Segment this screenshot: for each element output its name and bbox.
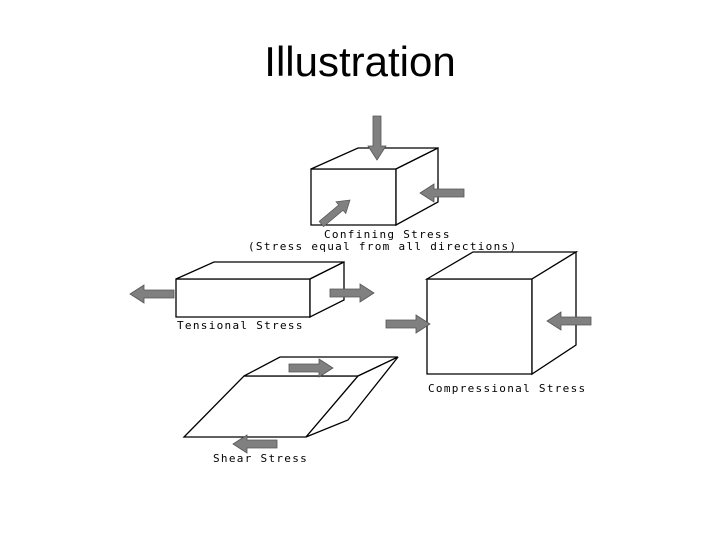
confining-stress-label: Confining Stress [324, 228, 451, 241]
compressional-arrow-left-icon [385, 314, 431, 334]
slide-title: Illustration [264, 38, 456, 85]
confining-stress-sublabel: (Stress equal from all directions) [248, 240, 517, 253]
confining-side-face [395, 146, 439, 227]
tensional-stress-block: Tensional Stress [129, 260, 375, 332]
shear-stress-block: Shear Stress [182, 356, 399, 465]
shear-arrow-bottom-icon [232, 434, 278, 454]
tensional-stress-label: Tensional Stress [177, 319, 304, 332]
shear-stress-label: Shear Stress [213, 452, 308, 465]
compressional-front-face [426, 278, 533, 375]
compressional-side-face [531, 250, 577, 376]
confining-stress-block: Confining Stress (Stress equal from all … [248, 115, 517, 253]
compressional-stress-label: Compressional Stress [428, 382, 586, 395]
tensional-side-face [309, 260, 345, 319]
tensional-front-face [175, 278, 311, 318]
compressional-stress-block: Compressional Stress [385, 250, 592, 395]
shear-side-face [305, 356, 399, 438]
tensional-arrow-left-icon [129, 284, 175, 304]
confining-front-face [310, 168, 397, 226]
